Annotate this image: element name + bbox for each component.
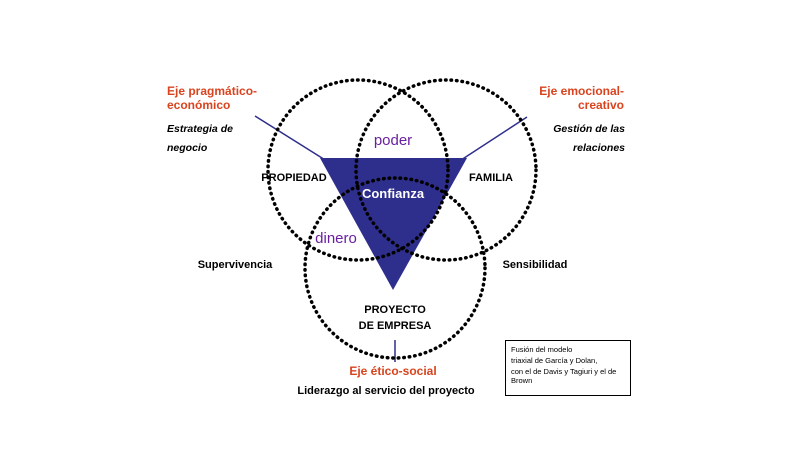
circle-bottom-label-line2: DE EMPRESA <box>359 320 432 332</box>
ethical-axis-title: Eje ético-social <box>349 364 436 378</box>
center-label: Confianza <box>362 186 425 201</box>
note-line-4: Brown <box>511 376 533 385</box>
emotional-axis-line <box>457 116 528 163</box>
outer-left-label: Supervivencia <box>198 259 273 271</box>
circle-propiedad <box>266 78 450 262</box>
circle-left-label: PROPIEDAD <box>261 172 326 184</box>
model-note-box: Fusión del modelo triaxial de García y D… <box>505 340 631 396</box>
pragmatic-axis-line <box>254 115 331 164</box>
intersection-right-label: amor <box>435 229 469 246</box>
pragmatic-axis-title-1: Eje pragmático- <box>167 84 257 98</box>
note-line-2: triaxial de García y Dolan, <box>511 356 598 365</box>
trust-triangle <box>320 158 467 290</box>
ethical-axis-sub: Liderazgo al servicio del proyecto <box>297 385 475 397</box>
circle-familia <box>354 78 538 262</box>
circle-right-label: FAMILIA <box>469 172 513 184</box>
intersection-top-label: poder <box>374 132 412 149</box>
pragmatic-axis-sub-1: Estrategia de <box>167 123 233 135</box>
emotional-axis-sub-2: relaciones <box>573 142 625 154</box>
outer-right-label: Sensibilidad <box>503 259 568 271</box>
note-line-3: con el de Davis y Tagiuri y el de <box>511 367 617 376</box>
emotional-axis-title-2: creativo <box>578 98 624 112</box>
circle-bottom-label-line1: PROYECTO <box>364 304 426 316</box>
pragmatic-axis-sub-2: negocio <box>167 142 208 154</box>
emotional-axis-sub-1: Gestión de las <box>553 123 625 135</box>
note-line-1: Fusión del modelo <box>511 345 573 354</box>
emotional-axis-title-1: Eje emocional- <box>539 84 624 98</box>
circle-proyecto <box>303 176 487 360</box>
pragmatic-axis-title-2: económico <box>167 98 230 112</box>
intersection-left-label: dinero <box>315 230 357 247</box>
